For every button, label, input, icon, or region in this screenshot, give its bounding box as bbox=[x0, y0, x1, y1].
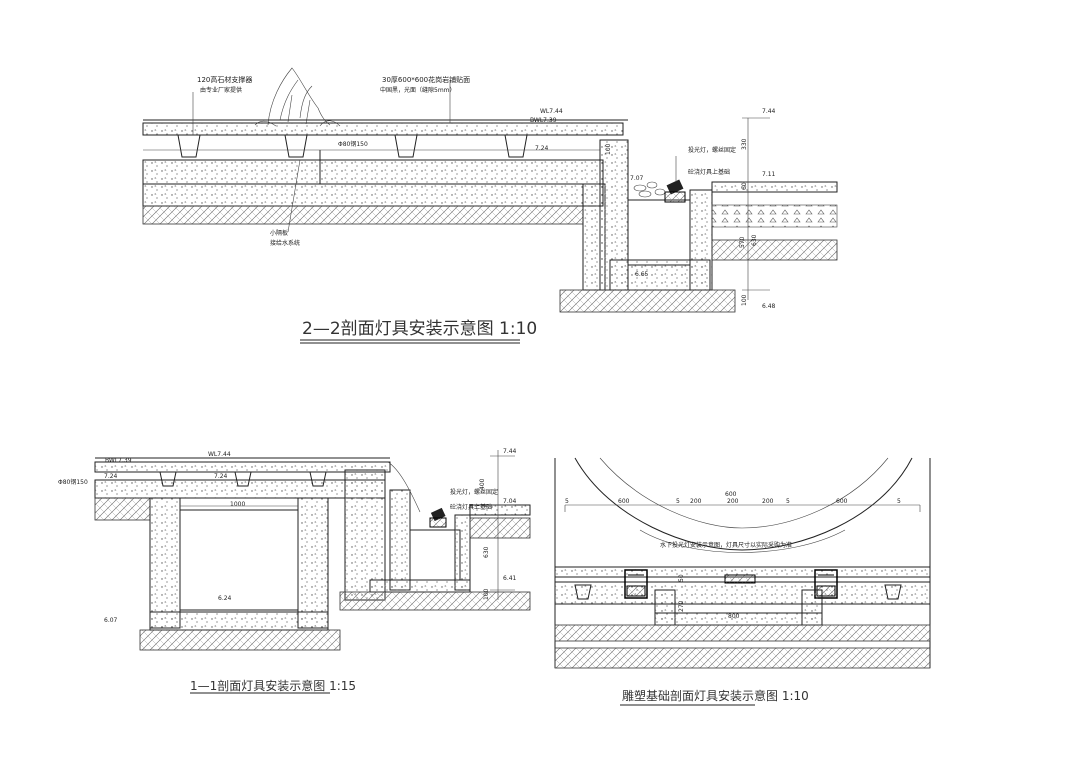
level-bwl: BWL7.39 bbox=[530, 117, 557, 124]
note-drain-sub: 接给水系统 bbox=[270, 239, 300, 247]
section-1-1 bbox=[94, 450, 531, 694]
dim-630-1: 630 bbox=[483, 546, 490, 558]
dim-270: 270 bbox=[678, 600, 685, 612]
light-fixture-left-icon bbox=[624, 569, 648, 599]
dim-200-a: 200 bbox=[690, 498, 702, 505]
dim-5-a: 5 bbox=[676, 498, 680, 505]
level-744-1: 7.44 bbox=[503, 448, 517, 455]
pedestal-row bbox=[177, 134, 528, 158]
dim-100-b: 100 bbox=[605, 143, 612, 155]
note-lamp-1: 投光灯，螺丝固定 bbox=[450, 488, 498, 496]
note-support: 120高石材支撑器 bbox=[197, 75, 252, 84]
section-2-2 bbox=[142, 67, 838, 344]
dim-5-c: 5 bbox=[565, 498, 569, 505]
dim-200-c: 200 bbox=[762, 498, 774, 505]
gravel-fill bbox=[633, 181, 666, 198]
note-pipe-1: Φ80钢150 bbox=[58, 478, 88, 486]
dim-5-d: 5 bbox=[897, 498, 901, 505]
dim-100-1: 100 bbox=[483, 588, 490, 600]
level-641: 6.41 bbox=[503, 575, 517, 582]
note-pipe: Φ80钢150 bbox=[338, 140, 368, 148]
dim-600-left: 600 bbox=[618, 498, 630, 505]
title-section-2-2: 2—2剖面灯具安装示意图 1:10 bbox=[302, 319, 537, 339]
dim-800: 800 bbox=[728, 613, 740, 620]
dim-100-a: 100 bbox=[741, 294, 748, 306]
dim-330: 330 bbox=[741, 138, 748, 150]
sculpture-section bbox=[554, 457, 931, 706]
level-607: 6.07 bbox=[104, 617, 118, 624]
dim-600-right: 600 bbox=[836, 498, 848, 505]
floodlight-icon bbox=[664, 179, 686, 203]
dim-5-b: 5 bbox=[786, 498, 790, 505]
level-744: 7.44 bbox=[762, 108, 776, 115]
level-wl: WL7.44 bbox=[540, 108, 563, 115]
level-724-b: 7.24 bbox=[214, 473, 228, 480]
dim-1000: 1000 bbox=[230, 501, 245, 508]
dim-50: 50 bbox=[678, 574, 685, 582]
level-665: 6.65 bbox=[635, 271, 649, 278]
dim-60: 60 bbox=[741, 182, 748, 190]
level-711: 7.11 bbox=[762, 171, 776, 178]
plant-icon bbox=[254, 67, 341, 127]
level-bwl-1: BWL7.39 bbox=[105, 457, 132, 464]
note-lamp-base: 砼浇灯具上基础 bbox=[688, 168, 730, 176]
title-sculpture-section: 雕塑基础剖面灯具安装示意图 1:10 bbox=[622, 688, 809, 703]
level-724: 7.24 bbox=[535, 145, 549, 152]
level-wl-1: WL7.44 bbox=[208, 451, 231, 458]
level-724-a: 7.24 bbox=[104, 473, 118, 480]
dim-600-top: 600 bbox=[725, 491, 737, 498]
floodlight-icon bbox=[429, 507, 447, 528]
level-648: 6.48 bbox=[762, 303, 776, 310]
pedestal-row bbox=[574, 584, 902, 600]
note-lamp-base-1: 砼浇灯具上基础 bbox=[450, 503, 492, 511]
dim-400: 400 bbox=[479, 478, 486, 490]
note-underwater-light: 水下投光灯安装示意图，灯具尺寸以实际采购为准 bbox=[660, 541, 792, 549]
dim-200-b: 200 bbox=[727, 498, 739, 505]
title-section-1-1: 1—1剖面灯具安装示意图 1:15 bbox=[190, 678, 356, 693]
dim-630: 630 bbox=[751, 234, 758, 246]
level-704: 7.04 bbox=[503, 498, 517, 505]
note-stone-sub: 中国黑，光面（缝隙5mm） bbox=[380, 86, 456, 94]
level-624: 6.24 bbox=[218, 595, 232, 602]
dim-570: 570 bbox=[739, 236, 746, 248]
note-drain: 小隔板 bbox=[270, 229, 288, 237]
pedestal-row bbox=[159, 471, 327, 487]
level-707: 7.07 bbox=[630, 175, 644, 182]
note-stone: 30厚600*600花岗岩铺贴面 bbox=[382, 75, 470, 84]
note-support-sub: 由专业厂家提供 bbox=[200, 86, 242, 94]
note-lamp: 投光灯，螺丝固定 bbox=[688, 146, 736, 154]
